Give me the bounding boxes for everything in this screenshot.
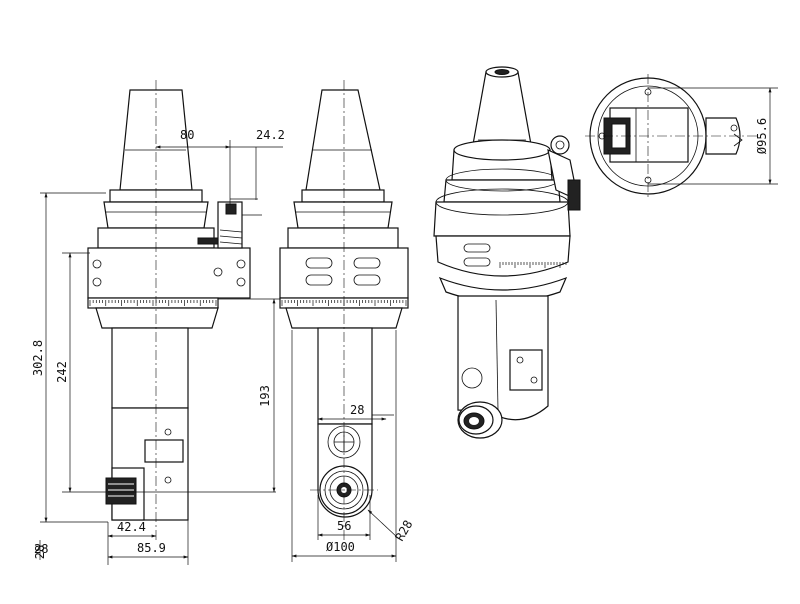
neck-side bbox=[111, 327, 189, 409]
isometric-view bbox=[433, 66, 581, 439]
dim-28-side: 28 bbox=[33, 545, 47, 559]
iso-side-plate bbox=[509, 349, 543, 391]
iso-scale-ring bbox=[435, 235, 571, 277]
dim-100: Ø100 bbox=[326, 540, 355, 554]
dim-28-front: 28 bbox=[350, 403, 364, 417]
collet-nut-side bbox=[105, 477, 137, 505]
side-plate bbox=[144, 439, 184, 463]
lower-flange-side bbox=[95, 307, 219, 329]
dim-56: 56 bbox=[337, 519, 351, 533]
housing-side bbox=[87, 247, 251, 299]
flange-top-front bbox=[301, 189, 385, 203]
dim-95-6: Ø95.6 bbox=[755, 118, 769, 154]
flange-body-front bbox=[293, 201, 393, 229]
dim-85-9: 85.9 bbox=[137, 541, 166, 555]
side-view bbox=[87, 80, 251, 540]
iso-housing bbox=[433, 201, 571, 237]
dim-42-4: 42.4 bbox=[117, 520, 146, 534]
scale-ticks-iso bbox=[499, 262, 567, 268]
scale-ticks-front bbox=[281, 300, 407, 306]
top-view bbox=[585, 74, 760, 198]
top-dimensions: Ø95.6 bbox=[648, 87, 778, 185]
flange-collar-front bbox=[287, 227, 399, 249]
dim-193: 193 bbox=[258, 385, 272, 407]
iso-taper bbox=[471, 71, 533, 151]
side-dimensions: 80 24.2 302.8 242 193 28 42.4 85.9 28 bbox=[31, 128, 285, 565]
dim-24-2: 24.2 bbox=[256, 128, 285, 142]
dim-28-bottom: 28 bbox=[34, 542, 48, 556]
dim-302-8: 302.8 bbox=[31, 340, 45, 376]
front-view bbox=[279, 80, 409, 540]
scale-ticks-side bbox=[89, 300, 217, 306]
taper-shank-front bbox=[305, 89, 381, 191]
dim-80: 80 bbox=[180, 128, 194, 142]
dim-242: 242 bbox=[55, 361, 69, 383]
